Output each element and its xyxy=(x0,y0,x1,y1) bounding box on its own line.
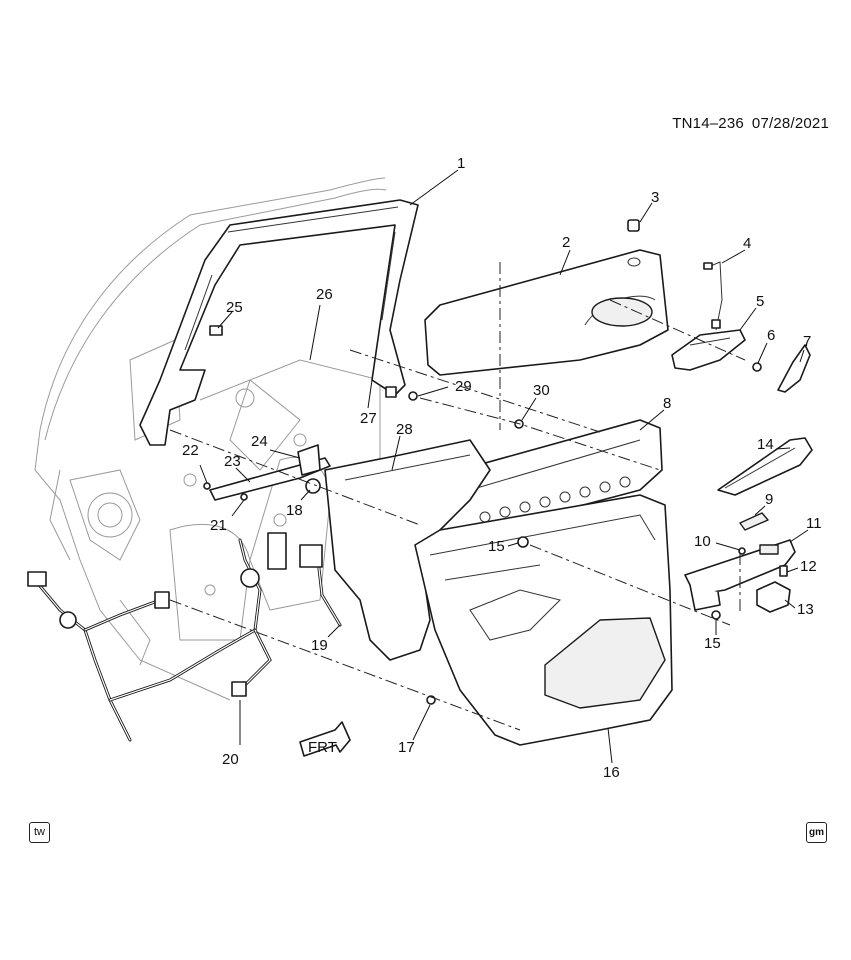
armrest-cover xyxy=(717,437,813,496)
screw-part-15-a xyxy=(517,536,529,548)
screw-part-10 xyxy=(738,547,746,555)
callout-6: 6 xyxy=(767,327,775,344)
callout-29: 29 xyxy=(455,378,472,395)
wiring-harness-part-20 xyxy=(27,532,287,742)
clip-part-27 xyxy=(385,386,397,398)
callout-11: 11 xyxy=(806,515,822,532)
callout-26: 26 xyxy=(316,286,333,303)
tw-badge: tw xyxy=(29,822,50,843)
callout-24: 24 xyxy=(251,433,268,450)
window-switch xyxy=(756,581,791,613)
screw-part-6 xyxy=(752,362,762,372)
callout-23: 23 xyxy=(224,453,241,470)
callout-20: 20 xyxy=(222,751,239,768)
callout-8: 8 xyxy=(663,395,671,412)
pad-part-9 xyxy=(739,512,769,531)
callout-7: 7 xyxy=(803,333,811,350)
harness-connector xyxy=(27,571,47,587)
callout-25: 25 xyxy=(226,299,243,316)
callout-12: 12 xyxy=(800,558,817,575)
bracket-part-24 xyxy=(297,444,321,476)
cover-part-7 xyxy=(777,344,811,393)
diagram-date: 07/28/2021 xyxy=(751,115,829,132)
window-frame-garnish xyxy=(139,199,419,446)
clip-part-3 xyxy=(627,219,640,232)
callout-30: 30 xyxy=(533,382,550,399)
callout-27: 27 xyxy=(360,410,377,427)
front-direction-arrow: FRT xyxy=(299,721,351,757)
callout-28: 28 xyxy=(396,421,413,438)
front-arrow-label: FRT xyxy=(308,739,337,756)
carrier-holes xyxy=(479,476,631,523)
screw-part-15-b xyxy=(711,610,721,620)
callout-17: 17 xyxy=(398,739,415,756)
clip-part-25 xyxy=(209,325,223,336)
cable-part-4 xyxy=(703,261,723,331)
water-deflector xyxy=(324,439,491,661)
callout-15-a: 15 xyxy=(488,538,505,555)
callout-22: 22 xyxy=(182,442,199,459)
callout-3: 3 xyxy=(651,189,659,206)
fastener-part-22 xyxy=(203,482,211,490)
callout-14: 14 xyxy=(757,436,774,453)
diagram-code: TN14–236 xyxy=(672,115,744,132)
fastener-part-29 xyxy=(408,391,418,401)
callout-19: 19 xyxy=(311,637,328,654)
callout-numbers: 1 2 3 4 5 6 7 8 9 10 11 12 13 14 15 15 1… xyxy=(182,155,822,781)
handle-bracket xyxy=(671,329,746,371)
screw-part-21 xyxy=(240,493,248,501)
callout-13: 13 xyxy=(797,601,814,618)
wiring-lead-part-19 xyxy=(299,544,342,627)
assembly-lines xyxy=(169,262,746,731)
callout-18: 18 xyxy=(286,502,303,519)
callout-5: 5 xyxy=(756,293,764,310)
upper-trim-panel xyxy=(424,249,669,376)
leader-lines xyxy=(199,169,809,764)
gm-logo-badge: gm xyxy=(806,822,827,843)
callout-16: 16 xyxy=(603,764,620,781)
diagram-header: TN14–236 07/28/2021 xyxy=(672,115,829,132)
switch-bezel xyxy=(684,539,796,611)
callout-9: 9 xyxy=(765,491,773,508)
clip-part-12 xyxy=(779,565,788,577)
door-trim-panel xyxy=(414,494,673,746)
callout-21: 21 xyxy=(210,517,227,534)
callout-15-b: 15 xyxy=(704,635,721,652)
callout-10: 10 xyxy=(694,533,711,550)
callout-1: 1 xyxy=(457,155,465,172)
callout-2: 2 xyxy=(562,234,570,251)
callout-4: 4 xyxy=(743,235,751,252)
grommet-part-18 xyxy=(305,478,321,494)
